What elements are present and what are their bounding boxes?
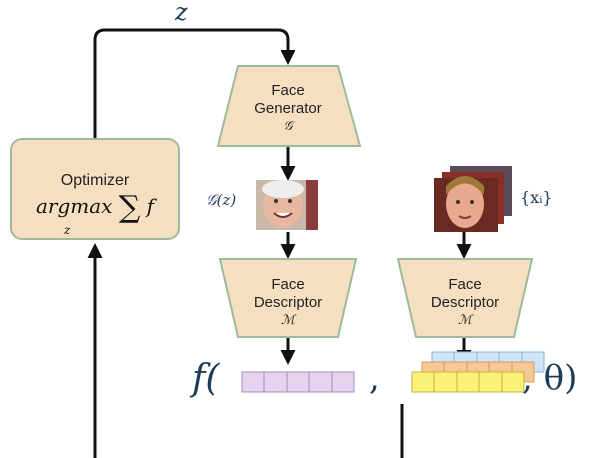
objective-theta-close: , θ): [522, 358, 578, 398]
face-descriptor-left-shape: [218, 258, 358, 338]
descriptor-left-symbol: ℳ: [281, 313, 295, 328]
formula-sum: ∑: [118, 190, 141, 225]
face-descriptor-right-shape: [396, 258, 534, 338]
generated-face-label: 𝒢(z): [206, 191, 237, 209]
face-generator-label: Face Generator 𝒢: [228, 82, 348, 136]
generator-symbol: 𝒢: [283, 119, 293, 134]
loop-arrow-top: [93, 28, 296, 138]
objective-f-open: f(: [192, 358, 220, 399]
descriptor-right-line2: Descriptor: [430, 294, 500, 311]
optimizer-formula: argmax ∑ f z: [12, 190, 178, 237]
embedding-stack-yellow: [411, 371, 525, 393]
real-faces-stack: [434, 166, 512, 232]
latent-z-label: z: [175, 0, 188, 26]
real-faces-label: {xᵢ}: [520, 188, 553, 207]
descriptor-right-symbol: ℳ: [458, 313, 472, 328]
descriptor-left-line1: Face: [271, 276, 305, 293]
embedding-generated: [241, 371, 355, 393]
descriptor-right-line1: Face: [448, 276, 482, 293]
formula-argmax: argmax: [35, 194, 113, 218]
generator-line2: Generator: [254, 100, 322, 117]
descriptor-left-line2: Descriptor: [253, 294, 323, 311]
objective-comma: ,: [369, 358, 380, 398]
formula-subscript: z: [64, 223, 71, 237]
face-descriptor-right-label: Face Descriptor ℳ: [405, 276, 525, 330]
face-descriptor-left-label: Face Descriptor ℳ: [228, 276, 348, 330]
optimizer-box: Optimizer argmax ∑ f z: [10, 138, 180, 240]
face-generator-shape: [216, 65, 362, 147]
generated-face-image: [256, 180, 318, 230]
optimizer-label: Optimizer: [60, 172, 130, 189]
formula-f: f: [146, 194, 154, 218]
generator-line1: Face: [271, 82, 305, 99]
